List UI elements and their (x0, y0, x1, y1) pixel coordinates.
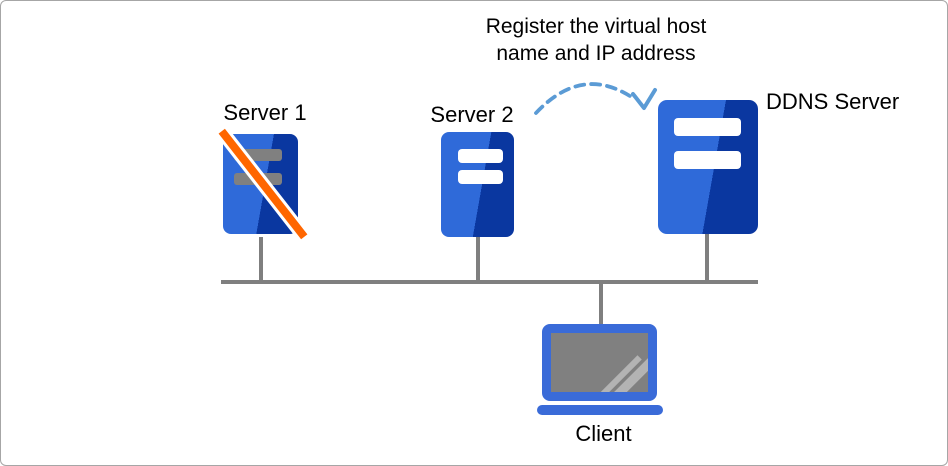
server2-icon (441, 132, 514, 237)
server1-icon (214, 124, 312, 244)
ddns-server-label: DDNS Server (766, 89, 900, 114)
server2-label: Server 2 (430, 102, 514, 127)
ddns-slot-bar (674, 151, 741, 169)
client-laptop-icon (542, 324, 657, 401)
network-bus-line (221, 280, 758, 284)
offline-slash-icon (214, 124, 312, 244)
server1-label: Server 1 (223, 100, 307, 125)
register-arrow-icon (534, 82, 657, 115)
ddns-server-icon (658, 100, 758, 234)
register-annotation: Register the virtual host name and IP ad… (446, 13, 746, 67)
server2-slot-bar (458, 149, 503, 163)
ddns-connector-line (705, 234, 709, 280)
client-label: Client (575, 421, 632, 446)
server2-connector-line (476, 237, 480, 280)
client-laptop-base (537, 405, 663, 415)
server2-slot-bar (458, 170, 503, 184)
ddns-slot-bar (674, 118, 741, 136)
register-annotation-line2: name and IP address (496, 42, 696, 65)
client-connector-line (599, 284, 603, 326)
server1-connector-line (259, 237, 263, 280)
register-annotation-line1: Register the virtual host (485, 15, 707, 38)
screen-glare-stripe (605, 344, 648, 392)
